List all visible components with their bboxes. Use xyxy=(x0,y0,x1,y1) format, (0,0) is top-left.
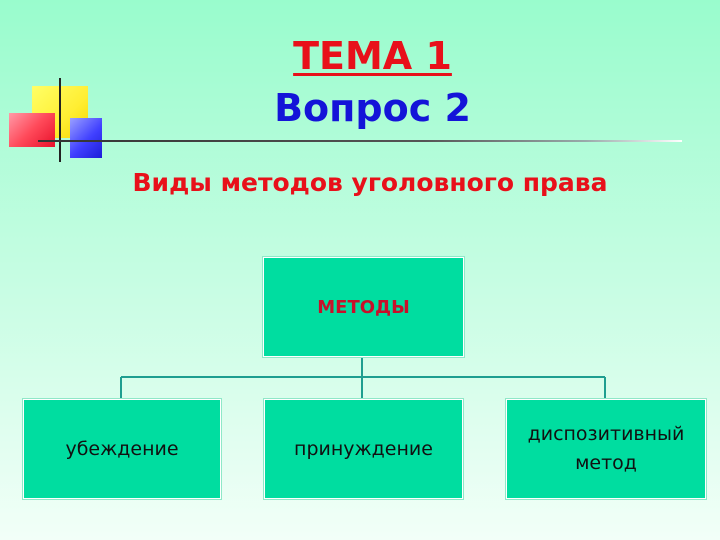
decorative-horizontal-line xyxy=(38,140,682,142)
child-node-label: диспозитивный метод xyxy=(527,423,685,474)
decorative-blue-square xyxy=(70,118,102,158)
decorative-vertical-line xyxy=(59,78,61,162)
root-node-methods: МЕТОДЫ xyxy=(263,257,464,357)
root-node-label: МЕТОДЫ xyxy=(317,296,410,318)
child-node-label: принуждение xyxy=(294,437,433,460)
child-node-coercion: принуждение xyxy=(264,399,463,499)
slide-heading: Виды методов уголовного права xyxy=(132,168,608,197)
child-node-dispositive-method: диспозитивный метод xyxy=(506,399,706,499)
slide-subtitle: Вопрос 2 xyxy=(274,86,471,130)
child-node-label: убеждение xyxy=(65,437,179,460)
slide-title: ТЕМА 1 xyxy=(293,34,452,78)
child-node-persuasion: убеждение xyxy=(23,399,221,499)
